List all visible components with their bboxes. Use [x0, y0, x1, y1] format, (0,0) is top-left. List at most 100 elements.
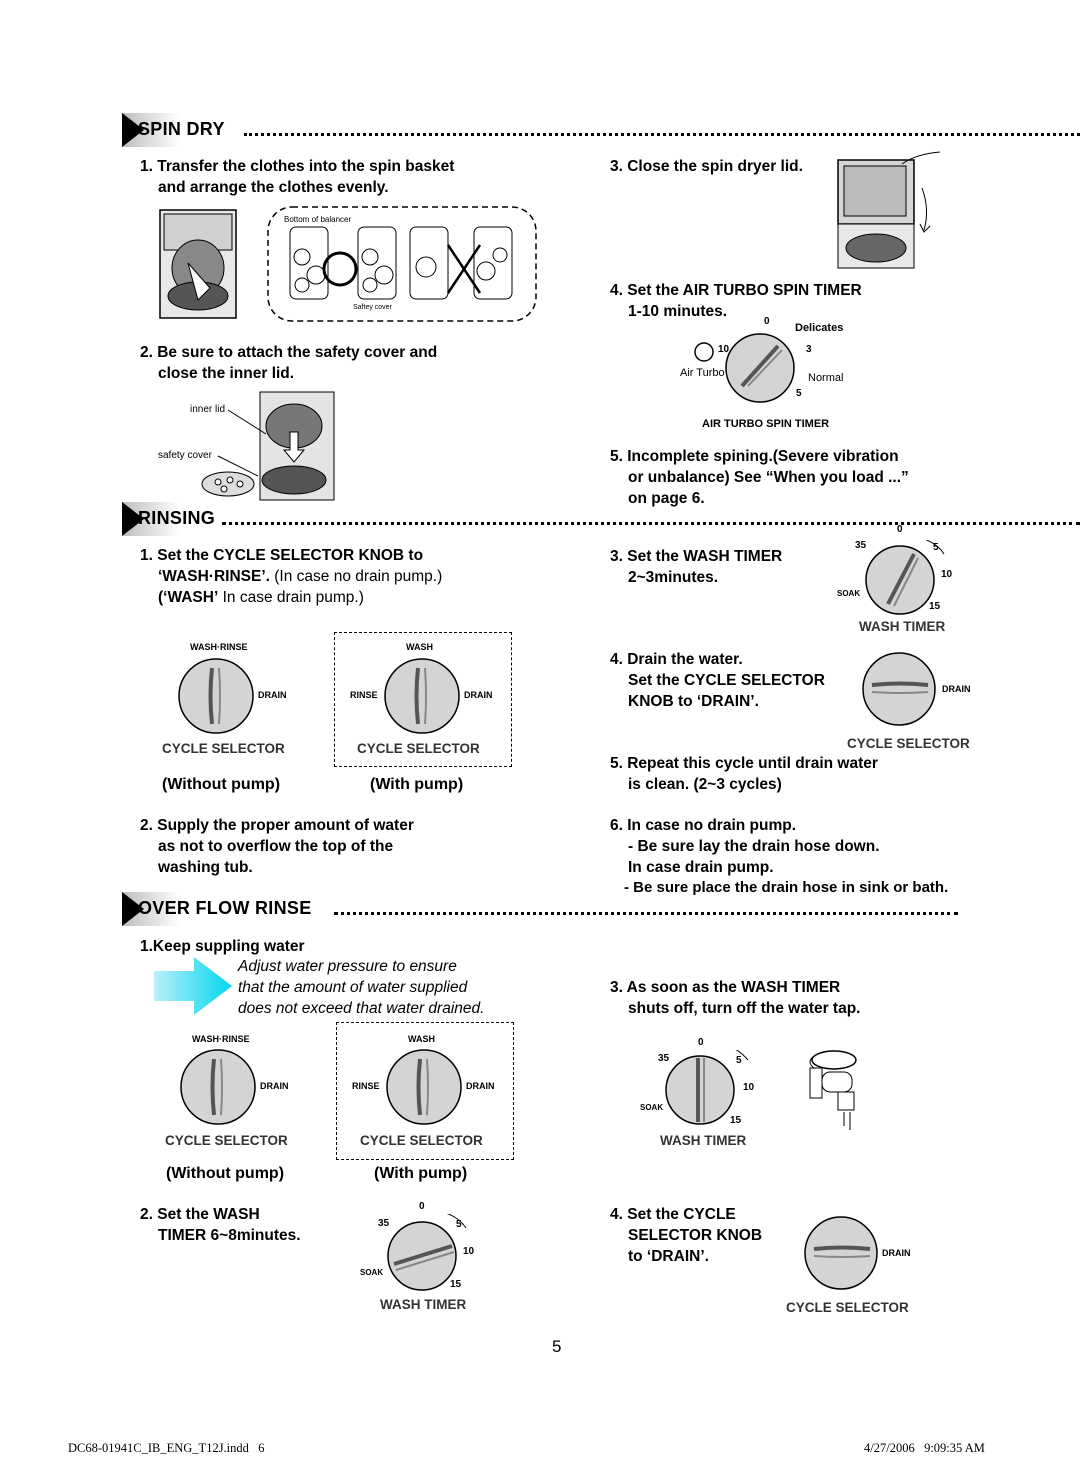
- overflow-timer-b-15: 15: [730, 1115, 742, 1126]
- rinse-timer-5: 5: [933, 542, 939, 553]
- overflow-timer-b-5: 5: [736, 1055, 742, 1066]
- overflow-knob-a-caption: CYCLE SELECTOR: [165, 1133, 288, 1148]
- overflow-step3-line1: 3. As soon as the WASH TIMER: [610, 979, 841, 996]
- rinse-step2-line1: 2. Supply the proper amount of water: [140, 817, 414, 834]
- overflow-timer-a-0: 0: [419, 1201, 425, 1212]
- overflow-step1: 1.Keep suppling water: [140, 938, 305, 955]
- water-tap-icon: [809, 1050, 857, 1130]
- overflow-timer-a-soak: SOAK: [360, 1268, 384, 1277]
- header-triangle-icon: [122, 892, 144, 926]
- overflow-note-line2: that the amount of water supplied: [238, 979, 468, 996]
- rinse-step4-line1: 4. Drain the water.: [610, 651, 743, 668]
- section-title: RINSING: [138, 508, 216, 528]
- overflow-knob-a-drain: DRAIN: [260, 1081, 289, 1091]
- safety-cover-small-label: Saftey cover: [353, 304, 392, 311]
- spin-step2-line2: close the inner lid.: [158, 365, 295, 382]
- rinse-step6-line2: - Be sure lay the drain hose down.: [628, 838, 880, 855]
- overflow-with-pump-dashed-box: [336, 1022, 514, 1160]
- inner-lid-label: inner lid: [190, 404, 226, 415]
- arrow-icon: [154, 957, 232, 1015]
- overflow-timer-a-caption: WASH TIMER: [380, 1297, 467, 1312]
- safety-cover-illustration: [201, 391, 335, 501]
- overflow-step3-line2: shuts off, turn off the water tap.: [628, 1000, 861, 1017]
- overflow-step4-line2: SELECTOR KNOB: [628, 1227, 763, 1244]
- air-turbo-timer-caption: AIR TURBO SPIN TIMER: [702, 418, 830, 430]
- overflow-step2-line2: TIMER 6~8minutes.: [158, 1227, 301, 1244]
- section-title: SPIN DRY: [138, 119, 225, 139]
- footer-date: 4/27/2006 9:09:35 AM: [864, 1441, 985, 1455]
- rinse-step6-line4: - Be sure place the drain hose in sink o…: [624, 879, 949, 896]
- cycle-selector-knob-wash: [384, 658, 460, 734]
- overflow-wash-timer-dial-b: [665, 1050, 749, 1125]
- timer-0: 0: [764, 316, 770, 327]
- spin-step3: 3. Close the spin dryer lid.: [610, 158, 803, 175]
- with-pump-dashed-box: [334, 632, 512, 767]
- overflow-timer-a-35: 35: [378, 1218, 390, 1229]
- spin-step5-line2: or unbalance) See “When you load ...”: [628, 469, 909, 486]
- rinse-step5-line1: 5. Repeat this cycle until drain water: [610, 755, 878, 772]
- drain-knob-caption: CYCLE SELECTOR: [847, 736, 970, 751]
- balancer-comparison-illustration: [267, 206, 537, 322]
- overflow-cycle-selector-knob-drain: [804, 1216, 878, 1290]
- spin-step4-line1: 4. Set the AIR TURBO SPIN TIMER: [610, 282, 862, 299]
- rinse-step6-line1: 6. In case no drain pump.: [610, 817, 797, 834]
- timer-delicates: Delicates: [795, 322, 844, 334]
- overflow-timer-a-15: 15: [450, 1279, 462, 1290]
- air-turbo-spin-timer-dial: [694, 333, 795, 403]
- overflow-note-line3: does not exceed that water drained.: [238, 1000, 485, 1017]
- knob-b-rinse-label: RINSE: [350, 690, 378, 700]
- rinse-with-pump: (With pump): [370, 776, 464, 793]
- page-number: 5: [552, 1337, 562, 1356]
- overflow-wash-timer-dial-a: [387, 1214, 467, 1291]
- cycle-selector-knob-drain: [862, 652, 936, 726]
- rinse-timer-15: 15: [929, 601, 941, 612]
- rinse-step5-line2: is clean. (2~3 cycles): [628, 776, 782, 793]
- overflow-knob-b-rinse: RINSE: [352, 1081, 380, 1091]
- knob-a-top-label: WASH·RINSE: [190, 642, 248, 652]
- knob-a-caption: CYCLE SELECTOR: [162, 741, 285, 756]
- overflow-drain-knob-label: DRAIN: [882, 1248, 911, 1258]
- overflow-note-line1: Adjust water pressure to ensure: [238, 958, 457, 975]
- section-title: OVER FLOW RINSE: [138, 898, 312, 918]
- spin-dryer-lid-illustration: [837, 151, 941, 269]
- safety-cover-label: safety cover: [158, 450, 212, 461]
- spin-step1-line1: 1. Transfer the clothes into the spin ba…: [140, 158, 455, 175]
- rinse-timer-0: 0: [897, 524, 903, 535]
- overflow-with-pump: (With pump): [374, 1165, 468, 1182]
- overflow-knob-b-drain: DRAIN: [466, 1081, 495, 1091]
- overflow-timer-b-0: 0: [698, 1037, 704, 1048]
- rinse-timer-10: 10: [941, 569, 953, 580]
- header-triangle-icon: [122, 502, 144, 536]
- overflow-knob-b-top: WASH: [408, 1034, 435, 1044]
- rinse-step1-line3: (‘WASH’ In case drain pump.): [158, 589, 364, 606]
- cycle-selector-knob-wash-rinse: [178, 658, 254, 734]
- overflow-timer-b-10: 10: [743, 1082, 755, 1093]
- rinse-without-pump: (Without pump): [162, 776, 281, 793]
- spin-step5-line1: 5. Incomplete spining.(Severe vibration: [610, 448, 899, 465]
- dotted-rule: [334, 912, 958, 915]
- footer-file-name: DC68-01941C_IB_ENG_T12J.indd 6: [68, 1441, 265, 1455]
- spin-step2-line1: 2. Be sure to attach the safety cover an…: [140, 344, 438, 361]
- timer-normal: Normal: [808, 372, 844, 384]
- wash-timer-dial-rinse: [865, 540, 945, 615]
- knob-b-caption: CYCLE SELECTOR: [357, 741, 480, 756]
- spin-step4-line2: 1-10 minutes.: [628, 303, 728, 320]
- overflow-timer-a-5: 5: [456, 1219, 462, 1230]
- spin-step1-line2: and arrange the clothes evenly.: [158, 179, 389, 196]
- overflow-timer-b-soak: SOAK: [640, 1103, 664, 1112]
- overflow-knob-a-top: WASH·RINSE: [192, 1034, 250, 1044]
- rinse-wash-timer-caption: WASH TIMER: [859, 619, 946, 634]
- knob-b-drain-label: DRAIN: [464, 690, 493, 700]
- rinse-step4-line2: Set the CYCLE SELECTOR: [628, 672, 825, 689]
- overflow-knob-wash-rinse: [180, 1049, 256, 1125]
- balancer-label: Bottom of balancer: [284, 215, 352, 224]
- timer-3: 3: [806, 344, 812, 355]
- overflow-knob-b-caption: CYCLE SELECTOR: [360, 1133, 483, 1148]
- knob-a-drain-label: DRAIN: [258, 690, 287, 700]
- rinse-step1-line2: ‘WASH·RINSE’. (In case no drain pump.): [158, 568, 443, 585]
- rinse-step2-line3: washing tub.: [158, 859, 253, 876]
- overflow-step4-line1: 4. Set the CYCLE: [610, 1206, 736, 1223]
- header-triangle-icon: [122, 113, 144, 147]
- overflow-knob-wash: [386, 1049, 462, 1125]
- spin-step5-line3: on page 6.: [628, 490, 705, 507]
